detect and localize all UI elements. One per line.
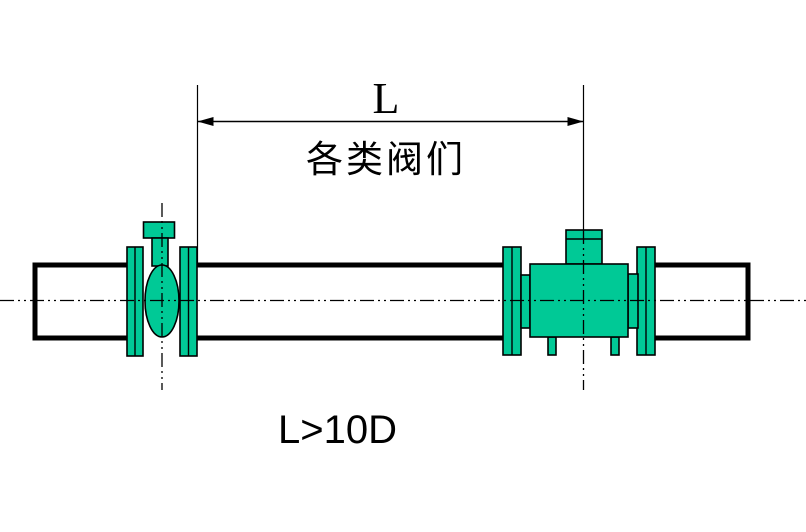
valve-types-annotation: 各类阀们 <box>306 138 466 181</box>
valve-handle <box>142 221 176 239</box>
flowmeter-symbol <box>502 229 656 356</box>
valve-stem <box>151 237 169 267</box>
flowmeter-neck-upstream <box>520 274 531 329</box>
dimension-arrowhead-left <box>197 117 214 126</box>
flowmeter-leg-right <box>610 336 620 356</box>
min-length-formula: L>10D <box>278 408 397 452</box>
pipe-segment-middle <box>187 262 513 341</box>
centerlines <box>0 203 806 390</box>
pipeline <box>32 262 751 341</box>
dimension-arrowhead-right <box>567 117 584 126</box>
pipe-segment-right <box>645 262 751 341</box>
flowmeter-leg-left <box>547 336 557 356</box>
pipe-segment-left <box>32 262 138 341</box>
dimension-L: L <box>196 74 585 264</box>
dimension-label: L <box>373 74 400 123</box>
